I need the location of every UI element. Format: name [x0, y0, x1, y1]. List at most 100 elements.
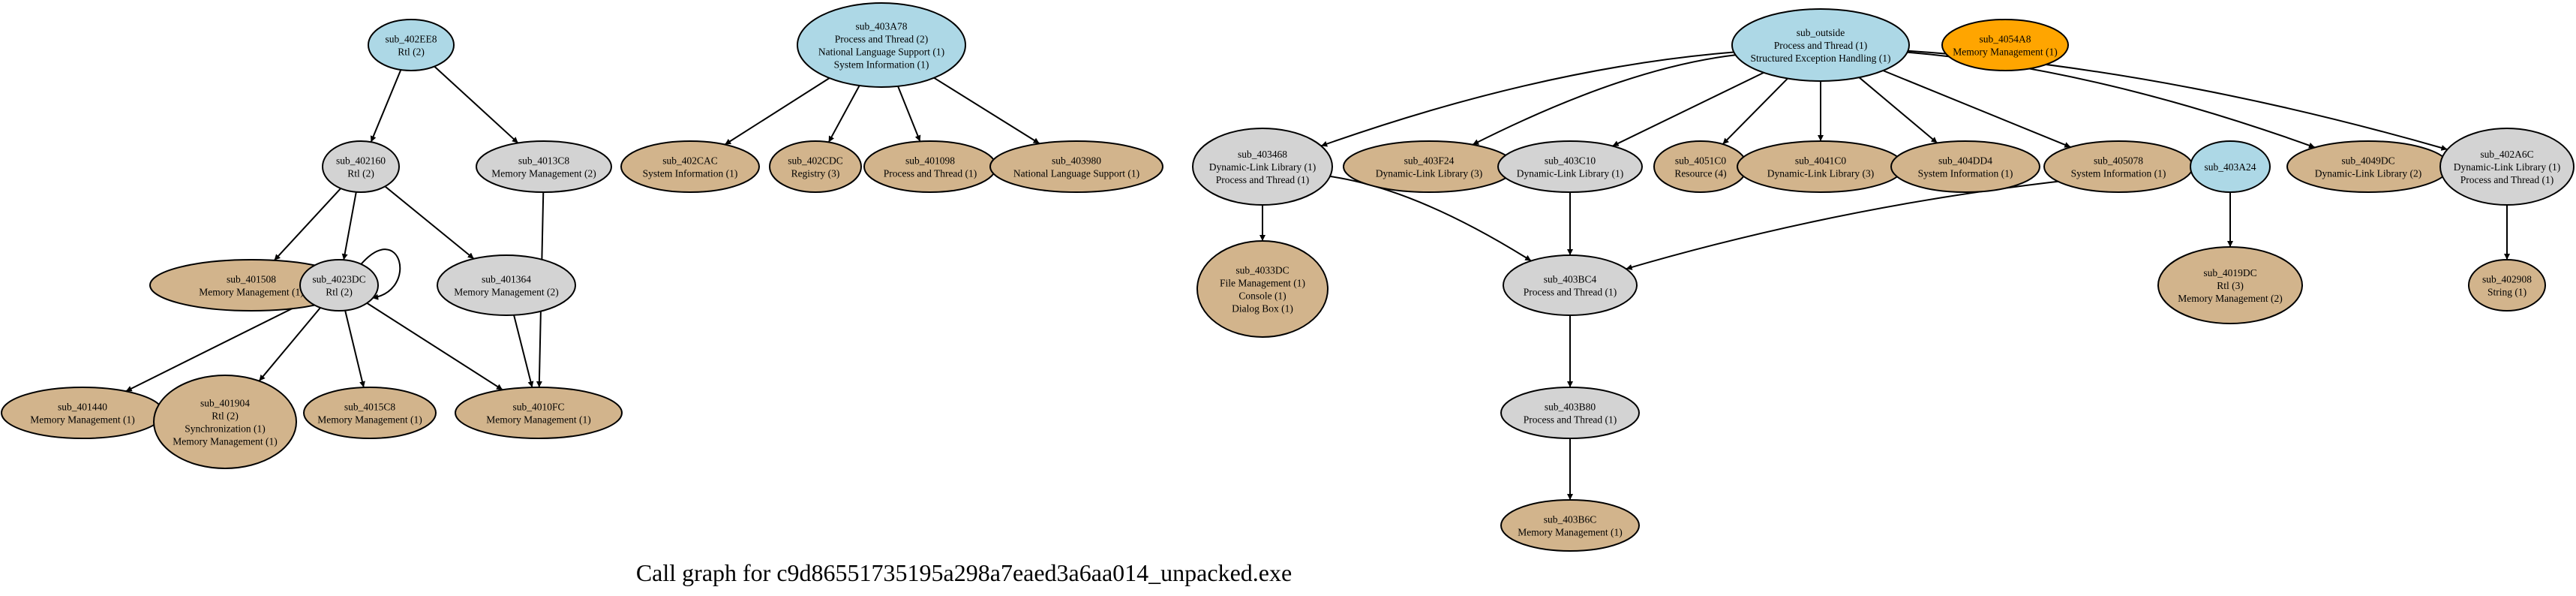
- node-function-name: sub_402CDC: [788, 155, 843, 167]
- node-function-name: sub_403C10: [1545, 155, 1596, 167]
- node-function-name: sub_outside: [1797, 27, 1845, 38]
- node-function-name: sub_403BC4: [1544, 274, 1597, 285]
- node-api-category: Process and Thread (1): [1524, 414, 1617, 426]
- edge-403A78-to-403980: [933, 77, 1040, 145]
- node-function-name: sub_405078: [2094, 155, 2143, 167]
- edges-layer: [125, 50, 2510, 500]
- node-ellipse: [1500, 387, 1640, 439]
- node-ellipse: [1196, 240, 1329, 338]
- node-api-category: Memory Management (2): [454, 287, 558, 298]
- node-ellipse: [1497, 140, 1643, 193]
- node-function-name: sub_403B80: [1545, 402, 1596, 413]
- graph-node: sub_403B6C Memory Management (1): [1500, 499, 1640, 552]
- node-ellipse: [620, 140, 760, 193]
- node-api-category: Synchronization (1): [185, 423, 266, 435]
- node-api-category: Rtl (2): [347, 168, 374, 179]
- node-ellipse: [1941, 19, 2069, 71]
- node-function-name: sub_403468: [1238, 149, 1287, 160]
- node-api-category: Memory Management (1): [30, 414, 134, 426]
- node-api-category: Memory Management (1): [486, 414, 590, 426]
- edge-outside-to-4051C0: [1722, 77, 1788, 145]
- node-function-name: sub_4051C0: [1675, 155, 1727, 167]
- node-ellipse: [2468, 259, 2546, 312]
- edge-403A78-to-402CAC: [724, 77, 830, 146]
- node-api-category: System Information (1): [643, 168, 738, 179]
- node-ellipse: [2157, 246, 2303, 324]
- edge-402EE8-to-402160: [370, 69, 402, 143]
- node-ellipse: [797, 2, 966, 88]
- node-ellipse: [2286, 140, 2450, 193]
- node-api-category: Dynamic-Link Library (3): [1767, 168, 1874, 179]
- edge-402EE8-to-4013C8: [434, 65, 519, 144]
- node-ellipse: [1500, 499, 1640, 552]
- node-api-category: National Language Support (1): [1013, 168, 1139, 179]
- node-ellipse: [1, 387, 164, 439]
- edge-4023DC-to-401440: [125, 300, 309, 393]
- node-api-category: Process and Thread (1): [1774, 40, 1868, 51]
- node-function-name: sub_401508: [227, 274, 276, 285]
- node-ellipse: [989, 140, 1163, 193]
- edge-4023DC-to-4010FC: [366, 302, 503, 391]
- node-ellipse: [2439, 128, 2574, 206]
- node-api-category: Dynamic-Link Library (1): [1209, 161, 1316, 173]
- node-ellipse: [303, 387, 437, 439]
- node-api-category: Memory Management (1): [173, 436, 277, 447]
- node-api-category: System Information (1): [2071, 168, 2166, 179]
- node-function-name: sub_401364: [482, 274, 531, 285]
- node-api-category: Process and Thread (1): [1216, 174, 1310, 185]
- node-ellipse: [455, 387, 623, 439]
- node-ellipse: [1503, 254, 1638, 316]
- edge-outside-to-403C10: [1612, 71, 1764, 147]
- node-api-category: Memory Management (1): [317, 414, 422, 426]
- node-api-category: Process and Thread (1): [1524, 287, 1617, 298]
- node-api-category: Rtl (3): [2217, 280, 2244, 291]
- node-function-name: sub_4054A8: [1979, 34, 2031, 45]
- graph-caption: Call graph for c9d86551735195a298a7eaed3…: [636, 559, 1292, 586]
- node-api-category: Memory Management (2): [2178, 293, 2282, 304]
- node-api-category: Dynamic-Link Library (3): [1376, 168, 1482, 179]
- node-ellipse: [437, 254, 576, 316]
- node-function-name: sub_4015C8: [344, 402, 396, 413]
- edge-402160-to-401508: [273, 188, 341, 261]
- node-function-name: sub_403980: [1052, 155, 1101, 167]
- node-api-category: Process and Thread (2): [835, 34, 929, 45]
- node-api-category: Memory Management (1): [199, 287, 303, 298]
- node-api-category: Resource (4): [1674, 168, 1726, 179]
- node-ellipse: [2190, 140, 2271, 193]
- edge-401364-to-4010FC: [513, 315, 534, 388]
- edge-4023DC-to-401904: [258, 307, 321, 382]
- node-api-category: Console (1): [1238, 290, 1286, 302]
- node-function-name: sub_403F24: [1404, 155, 1455, 167]
- node-function-name: sub_404DD4: [1938, 155, 1992, 167]
- node-api-category: National Language Support (1): [818, 47, 944, 58]
- node-ellipse: [1890, 140, 2040, 193]
- node-function-name: sub_4049DC: [2341, 155, 2394, 167]
- node-api-category: Rtl (2): [398, 47, 425, 58]
- edge-outside-to-405078: [1882, 70, 2071, 148]
- node-api-category: Memory Management (1): [1518, 527, 1622, 538]
- graph-node: sub_403A24: [2190, 140, 2271, 193]
- node-ellipse: [1192, 128, 1333, 206]
- node-api-category: Registry (3): [791, 168, 840, 179]
- node-api-category: Process and Thread (1): [884, 168, 977, 179]
- node-ellipse: [476, 140, 612, 193]
- node-function-name: sub_403B6C: [1544, 514, 1597, 525]
- node-api-category: Dialog Box (1): [1232, 303, 1293, 315]
